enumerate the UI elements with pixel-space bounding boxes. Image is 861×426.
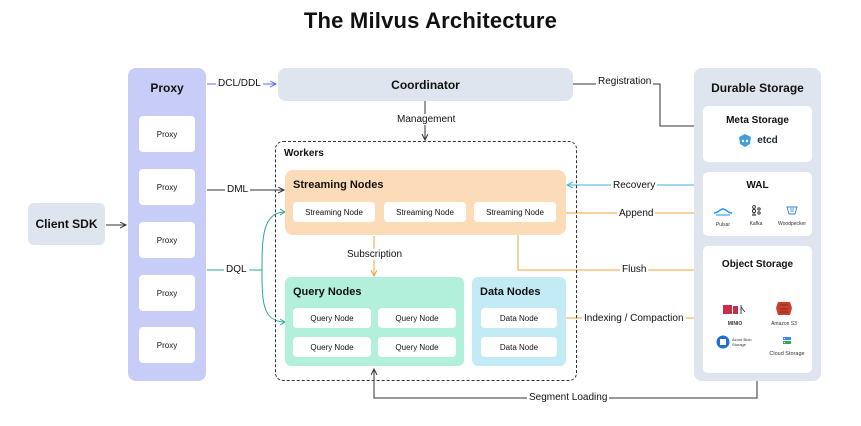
streaming-nodes-title: Streaming Nodes [293, 179, 384, 191]
woodpecker-label: Woodpecker [778, 221, 806, 227]
diagram-title: The Milvus Architecture [303, 8, 558, 33]
meta-storage-box: Meta Storage etcd [703, 106, 812, 162]
query-nodes-group: Query Nodes Query Node Query Node Query … [285, 277, 464, 366]
query-node: Query Node [293, 308, 371, 328]
pulsar-label: Pulsar [715, 222, 731, 228]
durable-storage-title: Durable Storage [711, 81, 804, 95]
etcd-logo-row: etcd [703, 133, 812, 148]
amazon-s3-logo: Amazon S3 [770, 301, 798, 327]
data-node: Data Node [481, 308, 557, 328]
query-node: Query Node [378, 308, 456, 328]
streaming-node: Streaming Node [474, 202, 556, 222]
meta-storage-title: Meta Storage [726, 115, 789, 126]
kafka-label: Kafka [749, 221, 763, 227]
wal-box: WAL Pulsar Kafka Woodpecker [703, 172, 812, 236]
proxy-node: Proxy [139, 222, 195, 258]
label-dml: DML [225, 184, 251, 195]
coordinator-box: Coordinator [278, 68, 573, 101]
azure-blob-icon [716, 335, 730, 349]
label-recovery: Recovery [611, 180, 658, 191]
workers-container: Workers [275, 141, 577, 381]
label-append: Append [617, 208, 656, 219]
label-indexing: Indexing / Compaction [582, 313, 686, 324]
pulsar-logo: Pulsar [713, 204, 733, 228]
wal-title: WAL [746, 180, 769, 191]
cloud-storage-icon [783, 337, 791, 344]
minio-label: MINIO [727, 321, 743, 327]
client-sdk-box: Client SDK [28, 203, 105, 245]
label-management: Management [395, 114, 458, 125]
kafka-logo: Kafka [747, 203, 765, 227]
label-dql: DQL [224, 264, 249, 275]
data-node: Data Node [481, 337, 557, 357]
query-node: Query Node [378, 337, 456, 357]
label-dcl-ddl: DCL/DDL [216, 78, 263, 89]
label-segment-loading: Segment Loading [527, 392, 610, 403]
label-subscription: Subscription [345, 249, 405, 260]
durable-storage-column: Durable Storage Meta Storage etcd WAL Pu… [694, 68, 821, 381]
object-storage-title: Object Storage [721, 259, 794, 270]
proxy-column: Proxy Proxy Proxy Proxy Proxy Proxy [128, 68, 206, 381]
query-node: Query Node [293, 337, 371, 357]
azure-blob-logo: Azure Blob Storage [716, 335, 752, 349]
etcd-icon [739, 134, 752, 147]
minio-logo: MINIO [721, 303, 749, 327]
query-nodes-title: Query Nodes [293, 286, 362, 298]
pulsar-icon [713, 208, 733, 216]
cloud-storage-label: Cloud Storage [769, 351, 805, 357]
proxy-node: Proxy [139, 327, 195, 363]
woodpecker-logo: Woodpecker [776, 203, 808, 227]
kafka-icon [751, 205, 761, 217]
proxy-title: Proxy [150, 81, 184, 95]
object-storage-box: Object Storage MINIO Amazon S3 Azure Blo… [703, 246, 812, 373]
minio-icon [723, 305, 746, 314]
label-flush: Flush [620, 264, 649, 275]
amazon-s3-icon [776, 302, 792, 315]
streaming-nodes-group: Streaming Nodes Streaming Node Streaming… [285, 170, 566, 235]
cloud-storage-logo: Cloud Storage [768, 333, 806, 357]
data-nodes-title: Data Nodes [480, 286, 541, 298]
edge-registration [573, 83, 703, 126]
proxy-node: Proxy [139, 169, 195, 205]
amazon-s3-label: Amazon S3 [771, 321, 797, 327]
woodpecker-icon [786, 206, 798, 215]
data-nodes-group: Data Nodes Data Node Data Node [472, 277, 566, 366]
streaming-node: Streaming Node [384, 202, 466, 222]
proxy-node: Proxy [139, 275, 195, 311]
proxy-node: Proxy [139, 116, 195, 152]
label-registration: Registration [596, 76, 654, 87]
streaming-node: Streaming Node [293, 202, 375, 222]
etcd-label: etcd [757, 135, 778, 146]
workers-title: Workers [284, 148, 324, 159]
azure-blob-label: Azure Blob Storage [732, 337, 752, 347]
